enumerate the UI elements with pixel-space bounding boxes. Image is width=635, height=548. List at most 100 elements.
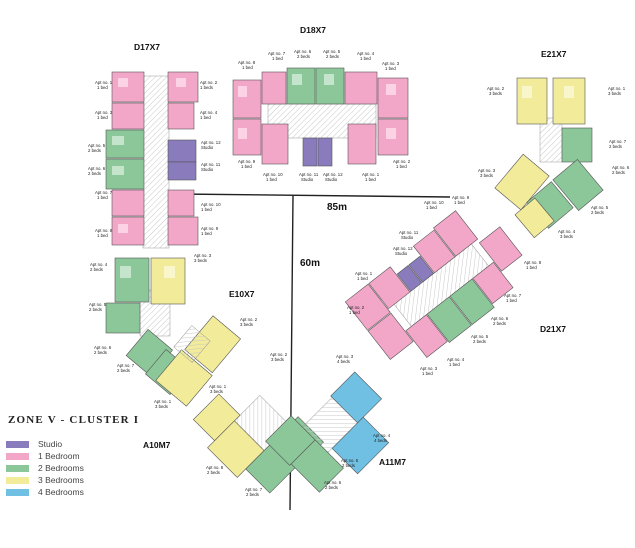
apt-label: Apt no. 5	[323, 49, 341, 54]
apt-type: 1 bed	[97, 115, 108, 120]
legend-swatch	[6, 488, 29, 496]
apt-type: 3 beds	[608, 91, 621, 96]
apt-label: Apt no. 9	[452, 195, 470, 200]
apt-type: 2 beds	[88, 148, 101, 153]
apt-label: Apt no. 7	[95, 190, 113, 195]
apt-label: Apt no. 2	[347, 305, 365, 310]
unit-1bed	[405, 314, 448, 358]
apt-label: Apt no. 5	[471, 334, 489, 339]
apt-type: 1 bed	[200, 115, 211, 120]
apt-label: Apt no. 5	[88, 143, 106, 148]
legend-item-2-bedrooms: 2 Bedrooms	[6, 462, 156, 474]
unit-1bed	[344, 283, 391, 331]
block-label: D17X7	[134, 42, 160, 52]
apt-type: 1 bed	[422, 371, 433, 376]
apt-label: Apt no. 12	[323, 172, 343, 177]
core	[142, 75, 170, 249]
unit-studio	[317, 137, 333, 167]
apt-type: 2 beds	[297, 54, 310, 59]
apt-type: 1 bed	[526, 265, 537, 270]
apt-label: Apt no. 7	[609, 139, 627, 144]
apt-label: Apt no. 8	[524, 260, 542, 265]
unit-2bed	[426, 296, 472, 343]
apt-type: 1 bed	[272, 56, 283, 61]
unit-1bed	[111, 102, 145, 130]
unit-1bed	[478, 226, 523, 272]
apt-type: 1 bed	[360, 56, 371, 61]
distance-label-85m: 85m	[327, 202, 347, 213]
legend-swatch	[6, 440, 29, 448]
legend-item-4-bedrooms: 4 Bedrooms	[6, 486, 156, 498]
apt-type: 2 beds	[473, 339, 486, 344]
apt-label: Apt no. 11	[201, 162, 221, 167]
legend-swatch	[6, 464, 29, 472]
apt-type: 3 beds	[480, 173, 493, 178]
apt-label: Apt no. 3	[336, 354, 354, 359]
apt-type: 4 beds	[374, 438, 387, 443]
apt-type: 1 bed	[454, 200, 465, 205]
apt-label: Apt no. 2	[270, 352, 288, 357]
apt-label: Apt no. 12	[201, 140, 221, 145]
unit-1bed	[261, 123, 289, 165]
apt-type: 2 beds	[342, 463, 355, 468]
apt-label: Apt no. 4	[373, 433, 391, 438]
legend-label: Studio	[38, 439, 63, 449]
apt-label: Apt no. 4	[200, 110, 218, 115]
unit-1bed	[367, 312, 414, 360]
unit-3bed	[552, 77, 586, 125]
unit-2bed	[105, 302, 141, 334]
apt-type: 1 bed	[385, 66, 396, 71]
unit-1bed	[232, 79, 262, 119]
apt-type: 2 beds	[88, 171, 101, 176]
unit-studio	[167, 139, 197, 163]
core	[173, 325, 211, 363]
unit-3bed	[150, 257, 186, 305]
unit-2bed	[561, 127, 593, 163]
apt-label: Apt no. 3	[194, 253, 212, 258]
apt-label: Apt no. 4	[357, 51, 375, 56]
legend-label: 3 Bedrooms	[38, 475, 84, 485]
apt-label: Apt no. 5	[591, 205, 609, 210]
unit-2bed	[315, 67, 345, 105]
apt-type: 1 bed	[242, 65, 253, 70]
apt-type: Studio	[395, 251, 408, 256]
apt-type: 1 bed	[97, 85, 108, 90]
legend-swatch	[6, 476, 29, 484]
apt-type: 1 bed	[426, 205, 437, 210]
apt-label: Apt no. 3	[382, 61, 400, 66]
apt-type: 3 beds	[155, 404, 168, 409]
unit-1bed	[167, 216, 199, 246]
unit-1bed	[111, 71, 145, 103]
apt-label: Apt no. 11	[299, 172, 319, 177]
apt-label: Apt no. 4	[90, 262, 108, 267]
apt-type: 1 bed	[201, 207, 212, 212]
legend-item-studio: Studio	[6, 438, 156, 450]
unit-1bed	[368, 266, 411, 310]
apt-label: Apt no. 7	[117, 363, 135, 368]
unit-1bed	[413, 229, 456, 274]
unit-2bed	[265, 415, 316, 466]
block-e21x7: E21X7 Apt no. 2 3 beds Apt no. 1 3 beds …	[478, 49, 630, 239]
unit-1bed	[232, 118, 262, 156]
apt-label: Apt no. 1	[154, 399, 172, 404]
apt-label: Apt no. 4	[558, 229, 576, 234]
unit-studio	[302, 137, 318, 167]
block-label: A11M7	[379, 457, 406, 467]
legend-item-1-bedroom: 1 Bedroom	[6, 450, 156, 462]
apt-type: 3 beds	[489, 91, 502, 96]
apt-label: Apt no. 10	[424, 200, 444, 205]
apt-type: Studio	[201, 167, 214, 172]
apt-label: Apt no. 2	[487, 86, 505, 91]
apt-type: 1 bed	[241, 164, 252, 169]
block-e10x7: E10X7 Apt no. 4 2 beds Apt no. 3 3 beds …	[89, 253, 258, 409]
apt-type: 2 beds	[325, 485, 338, 490]
apt-type: 3 beds	[240, 322, 253, 327]
apt-label: Apt no. 9	[201, 226, 219, 231]
apt-label: Apt no. 6	[94, 345, 112, 350]
distance-label-60m: 60m	[300, 258, 320, 269]
apt-type: 4 beds	[337, 359, 350, 364]
apt-type: Studio	[325, 177, 338, 182]
unit-1bed	[433, 210, 479, 257]
